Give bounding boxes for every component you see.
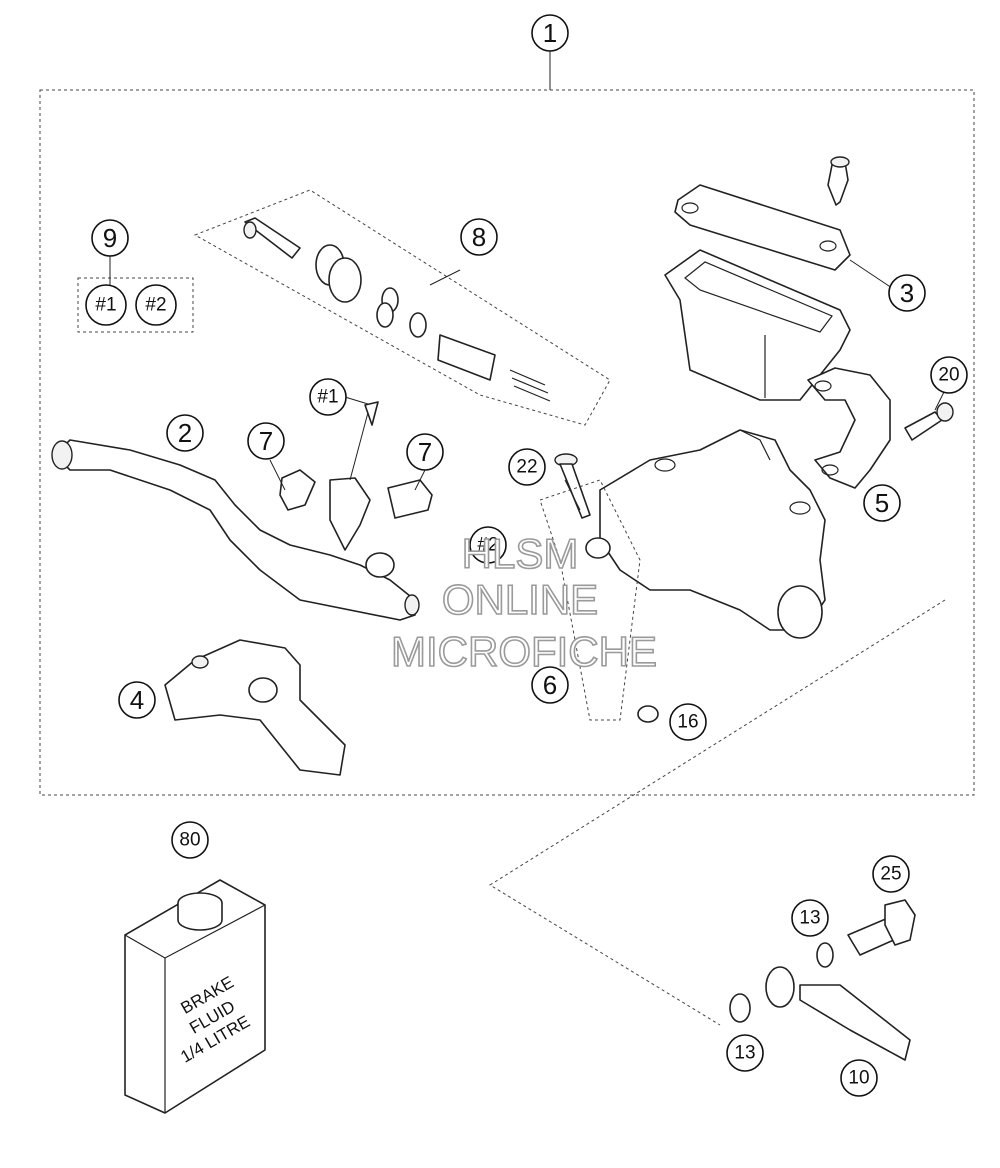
callout-13b-label: 13 bbox=[734, 1043, 755, 1064]
callout-6-label: 6 bbox=[543, 670, 557, 700]
piston-kit-part bbox=[243, 217, 551, 402]
callout-2-label: 2 bbox=[178, 418, 192, 448]
pivot-pin-part bbox=[539, 479, 659, 723]
callout-10-label: 10 bbox=[848, 1068, 869, 1089]
callout-9: 9 bbox=[91, 219, 129, 257]
watermark: HLSM ONLINE MICROFICHE bbox=[390, 529, 658, 676]
clamp-bolt-part bbox=[904, 402, 954, 441]
callout-7b-label: 7 bbox=[418, 437, 432, 467]
callout-13b: 13 bbox=[726, 1034, 764, 1072]
callout-2: 2 bbox=[166, 414, 204, 452]
marker-2-body-label: #2 bbox=[477, 535, 498, 556]
callout-5-label: 5 bbox=[875, 488, 889, 518]
hose-area-outline bbox=[489, 599, 946, 1026]
adjuster-parts bbox=[279, 401, 433, 551]
callout-80: 80 bbox=[171, 821, 209, 859]
callout-13a-label: 13 bbox=[799, 908, 820, 929]
lever-assembly-part bbox=[164, 639, 346, 776]
callout-7b: 7 bbox=[406, 433, 444, 471]
callout-4: 4 bbox=[118, 681, 156, 719]
callout-25: 25 bbox=[872, 855, 910, 893]
callout-25-label: 25 bbox=[880, 864, 901, 885]
callout-8-label: 8 bbox=[472, 222, 486, 252]
callout-13a: 13 bbox=[791, 899, 829, 937]
callout-22-label: 22 bbox=[516, 457, 537, 478]
watermark-line-1: HLSM bbox=[462, 530, 579, 577]
marker-1-lever-label: #1 bbox=[317, 387, 338, 408]
marker-1-lever: #1 bbox=[309, 378, 347, 416]
leader-lines bbox=[109, 255, 946, 511]
lever-part bbox=[51, 439, 420, 621]
callout-4-label: 4 bbox=[130, 685, 144, 715]
marker-1-kit: #1 bbox=[85, 284, 127, 326]
kit-outline bbox=[39, 50, 975, 796]
screw-22-part bbox=[554, 453, 591, 519]
callout-1-label: 1 bbox=[543, 18, 557, 48]
piston-kit-outline bbox=[193, 189, 611, 426]
callout-8: 8 bbox=[460, 218, 498, 256]
callout-1: 1 bbox=[531, 14, 569, 52]
hose-assembly-part bbox=[729, 899, 916, 1061]
callout-3-label: 3 bbox=[900, 278, 914, 308]
reservoir-body-part bbox=[664, 249, 851, 401]
callout-16-label: 16 bbox=[677, 712, 698, 733]
callout-80-label: 80 bbox=[179, 830, 200, 851]
watermark-line-2: ONLINE bbox=[442, 576, 598, 623]
callout-7a-label: 7 bbox=[259, 426, 273, 456]
watermark-line-3: MICROFICHE bbox=[391, 628, 657, 675]
callout-16: 16 bbox=[669, 703, 707, 741]
master-cylinder-body bbox=[599, 429, 826, 639]
marker-1-kit-label: #1 bbox=[95, 295, 116, 316]
marker-2-kit: #2 bbox=[135, 284, 177, 326]
handlebar-clamp-part bbox=[807, 367, 891, 489]
callout-7a: 7 bbox=[247, 422, 285, 460]
callout-20-label: 20 bbox=[938, 365, 959, 386]
reservoir-cap-part bbox=[674, 156, 896, 291]
brake-fluid-bottle: BRAKE FLUID 1/4 LITRE bbox=[124, 879, 266, 1114]
marker-2-body: #2 bbox=[469, 526, 507, 564]
callout-22: 22 bbox=[508, 448, 546, 486]
callout-9-label: 9 bbox=[103, 223, 117, 253]
callout-5: 5 bbox=[863, 484, 901, 522]
callout-3: 3 bbox=[888, 274, 926, 312]
marker-2-kit-label: #2 bbox=[145, 295, 166, 316]
callout-6: 6 bbox=[531, 666, 569, 704]
callout-10: 10 bbox=[840, 1059, 878, 1097]
callout-20: 20 bbox=[930, 356, 968, 394]
